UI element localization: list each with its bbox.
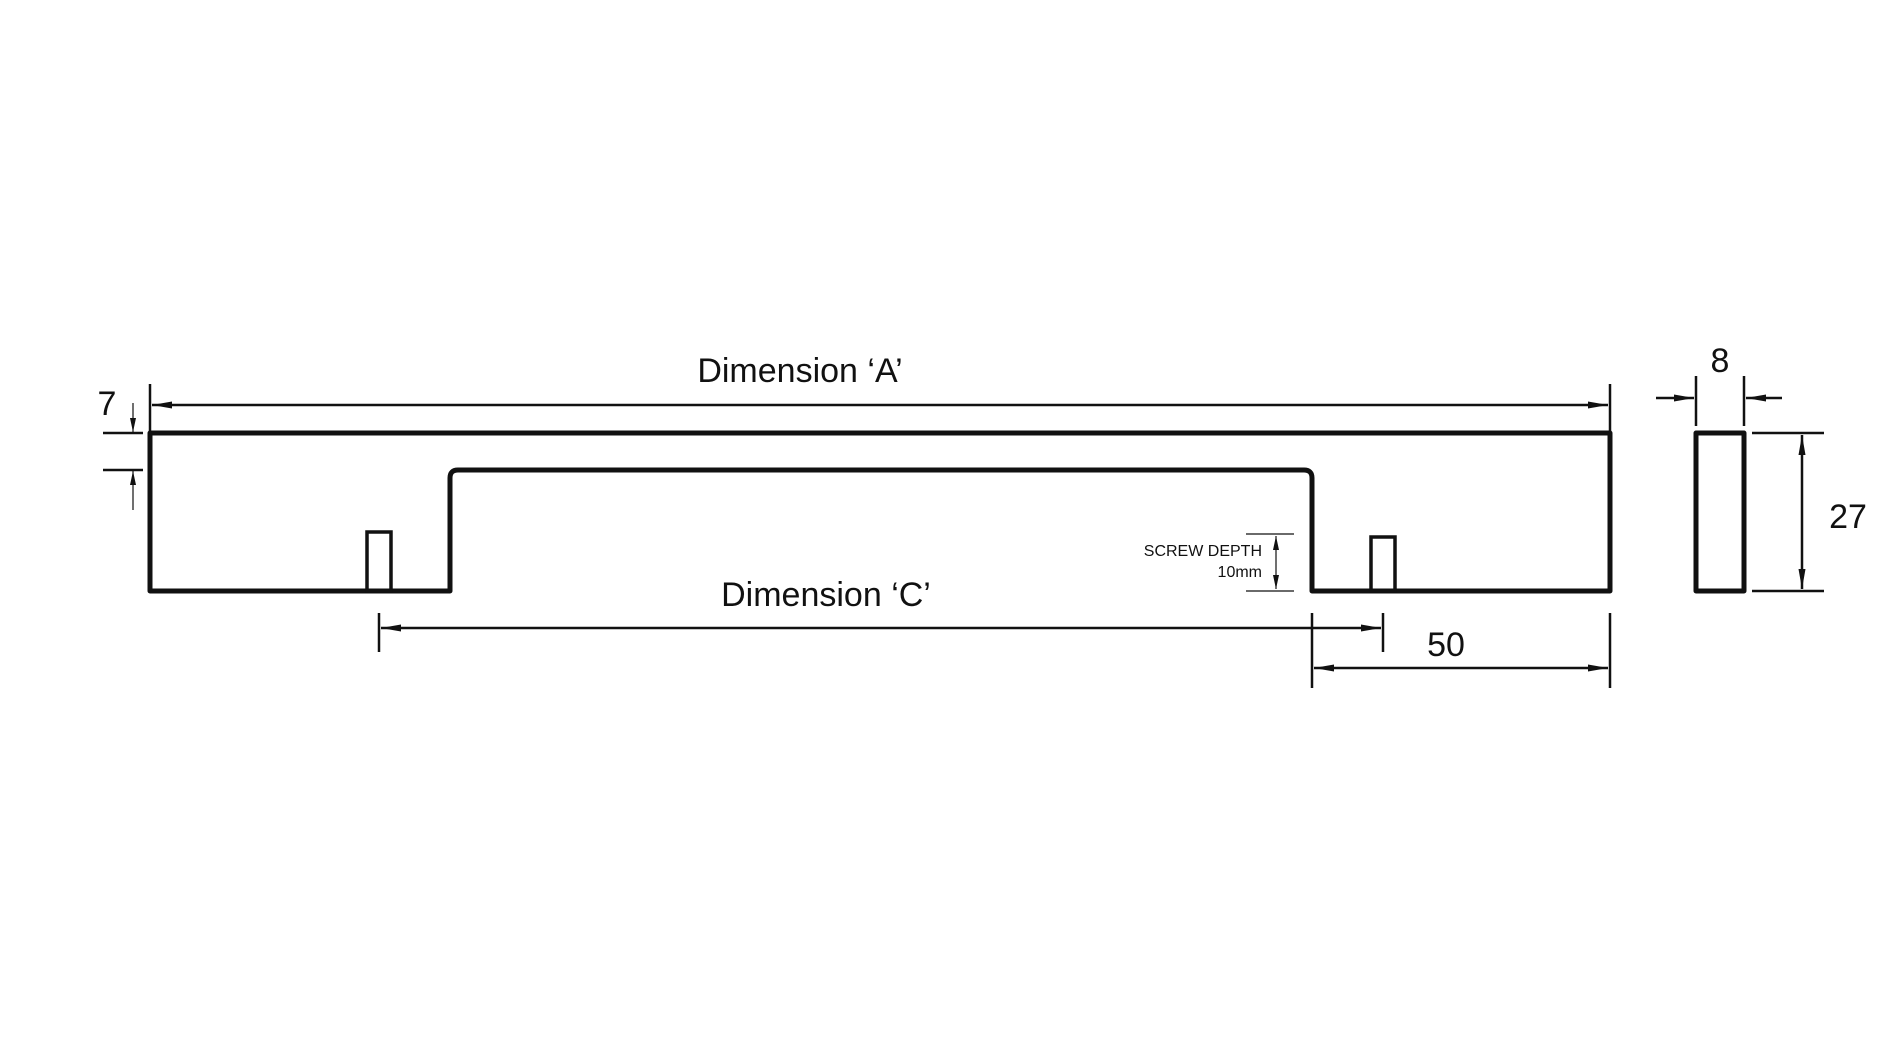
side-height-label: 27 xyxy=(1829,498,1867,536)
screw-hole-left xyxy=(365,530,393,593)
dimension-a-label: Dimension ‘A’ xyxy=(697,352,902,390)
thickness-label: 7 xyxy=(98,385,117,423)
foot-length-label: 50 xyxy=(1427,626,1465,664)
screw-depth-annotation: SCREW DEPTH 10mm xyxy=(1144,533,1294,592)
screw-depth-value: 10mm xyxy=(1218,564,1262,581)
dimension-thickness: 7 xyxy=(98,385,143,510)
dimension-foot: 50 xyxy=(1310,613,1612,688)
screw-hole-right xyxy=(1369,535,1397,593)
side-width-label: 8 xyxy=(1711,342,1730,380)
dimension-c: Dimension ‘C’ xyxy=(377,576,1385,652)
handle-profile-outline xyxy=(147,430,1613,594)
screw-depth-title: SCREW DEPTH xyxy=(1144,543,1262,560)
dimension-a: Dimension ‘A’ xyxy=(148,352,1612,433)
dimension-c-label: Dimension ‘C’ xyxy=(721,576,931,614)
handle-side-view: 8 27 xyxy=(1656,342,1867,594)
handle-front-view xyxy=(147,430,1613,594)
side-view-outline xyxy=(1693,430,1747,594)
